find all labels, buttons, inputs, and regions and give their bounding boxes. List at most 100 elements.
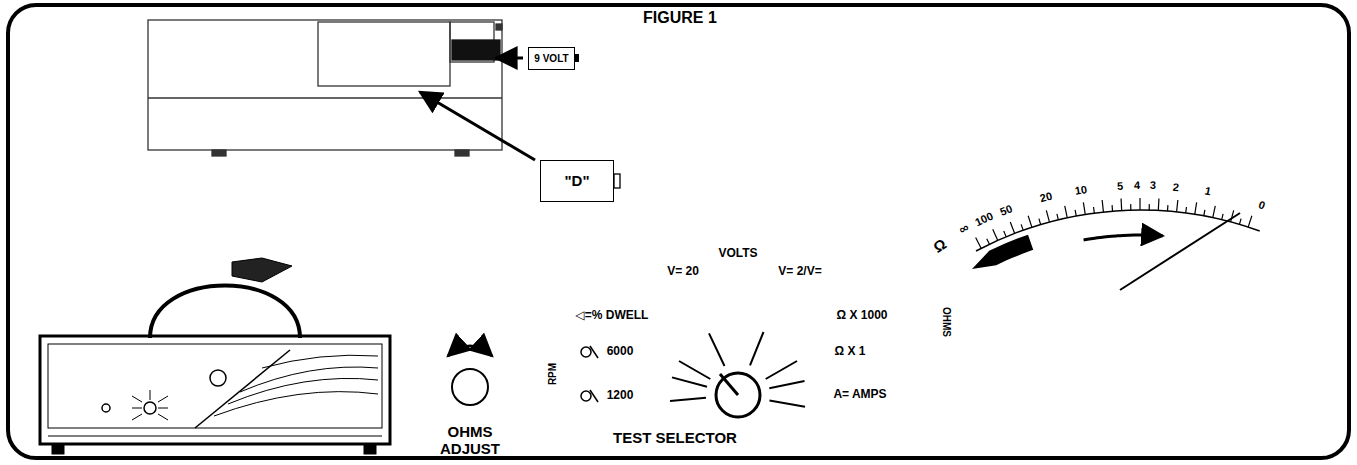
scale-arc [214,392,378,416]
group-label: RPM [547,363,558,385]
knob-hole [102,404,110,412]
scale-tick [1213,206,1215,218]
figure-frame [8,5,1349,458]
9v-battery [452,40,500,60]
scale-number: 1 [1204,185,1212,198]
scale-tick [1248,216,1252,227]
tach-slash [590,346,598,358]
control-label: OHMS ADJUST [425,424,515,457]
ohms-adjust-knob [452,369,488,405]
scale-number: 100 [974,209,996,228]
tick [770,401,806,407]
scale-tick [1102,200,1103,212]
scale-tick [1177,200,1178,212]
scale-tick [993,229,998,240]
tach-slash [590,390,598,402]
scale-tick [1204,210,1205,216]
scale-tick [1039,219,1041,225]
front-view [40,258,390,454]
battery-terminal [614,174,620,188]
tick [670,398,706,401]
selector-rays [132,390,168,420]
selector-miniature [144,402,156,414]
tach-circle [581,347,591,357]
scale-number: 0 [1257,199,1267,212]
tick [769,381,804,388]
scale-tick [1004,231,1006,237]
scale-number: 2 [1172,180,1179,193]
case-outline [148,20,502,150]
scale-tick [1065,206,1067,218]
battery-label-box: "D" [540,160,614,202]
scale-arc [228,378,378,404]
battery-label-box: 9 VOLT [528,47,575,70]
scale-arc [262,355,378,368]
tick [750,332,764,365]
scale-tick [987,239,990,244]
scale-tick [1075,210,1076,216]
case-seam [148,97,502,98]
foot [455,150,469,156]
scale-tick [1139,198,1140,210]
tick [709,333,725,366]
scale-number: 20 [1039,190,1054,205]
scale-tick [1046,210,1049,222]
d-battery-compartment [318,22,450,86]
selector-position: A= AMPS [833,388,886,401]
clip [496,24,502,30]
foot [52,444,64,454]
panel-face [48,344,382,428]
selector-knob [716,373,760,417]
selector-position: 6000 [607,345,634,358]
scale-tick [1010,222,1014,233]
node-text: 9 VOLT [534,53,568,64]
foot [212,150,226,156]
scale-tick [1158,198,1160,210]
selector-heading: VOLTS [718,247,757,260]
control-label: TEST SELECTOR [613,430,737,447]
scale-number: 3 [1150,179,1157,191]
selector-position: Ω X 1000 [837,309,888,322]
tach-circle [581,391,591,401]
scale-tick [1222,214,1223,220]
selector-ticks [670,332,805,407]
selector-position: V= 20 [667,265,699,278]
selector-position: Ω X 1 [835,345,866,358]
scale-tick [976,237,981,248]
tach-symbol [581,346,598,402]
side-view [148,20,502,156]
scale-tick [1057,214,1058,220]
leader-arrow [496,57,523,60]
tick [766,361,797,379]
scale-tick [1231,210,1234,222]
panel [40,336,390,444]
figure-title: FIGURE 1 [643,9,717,27]
leader-arrow [420,92,535,160]
scale-band-arrow [972,235,1033,269]
scale-edge [195,350,290,428]
panel-strip [48,436,382,437]
scale-number: Ω [931,236,950,256]
scale-number: 5 [1117,179,1124,191]
scale-tick [1130,204,1131,210]
scale-arc [240,367,378,392]
foot [364,444,376,454]
scale-tick [1195,202,1197,214]
scale-tick [1111,205,1113,211]
selector-position: V= 2/V= [778,265,821,278]
probe-plug [232,258,292,282]
scale-number: 4 [1134,179,1140,191]
scale-number: 10 [1074,183,1088,197]
node-text: "D" [564,173,589,190]
knob-hole [210,370,226,386]
tick [679,361,710,379]
scale-tick [1021,224,1023,230]
scale-tick [1028,216,1032,227]
group-label: OHMS [941,307,952,337]
scale-tick [1167,205,1169,211]
scale-tick [1120,198,1122,210]
selector-position: ◁=% DWELL [576,309,649,322]
meter-needle [1120,213,1240,290]
